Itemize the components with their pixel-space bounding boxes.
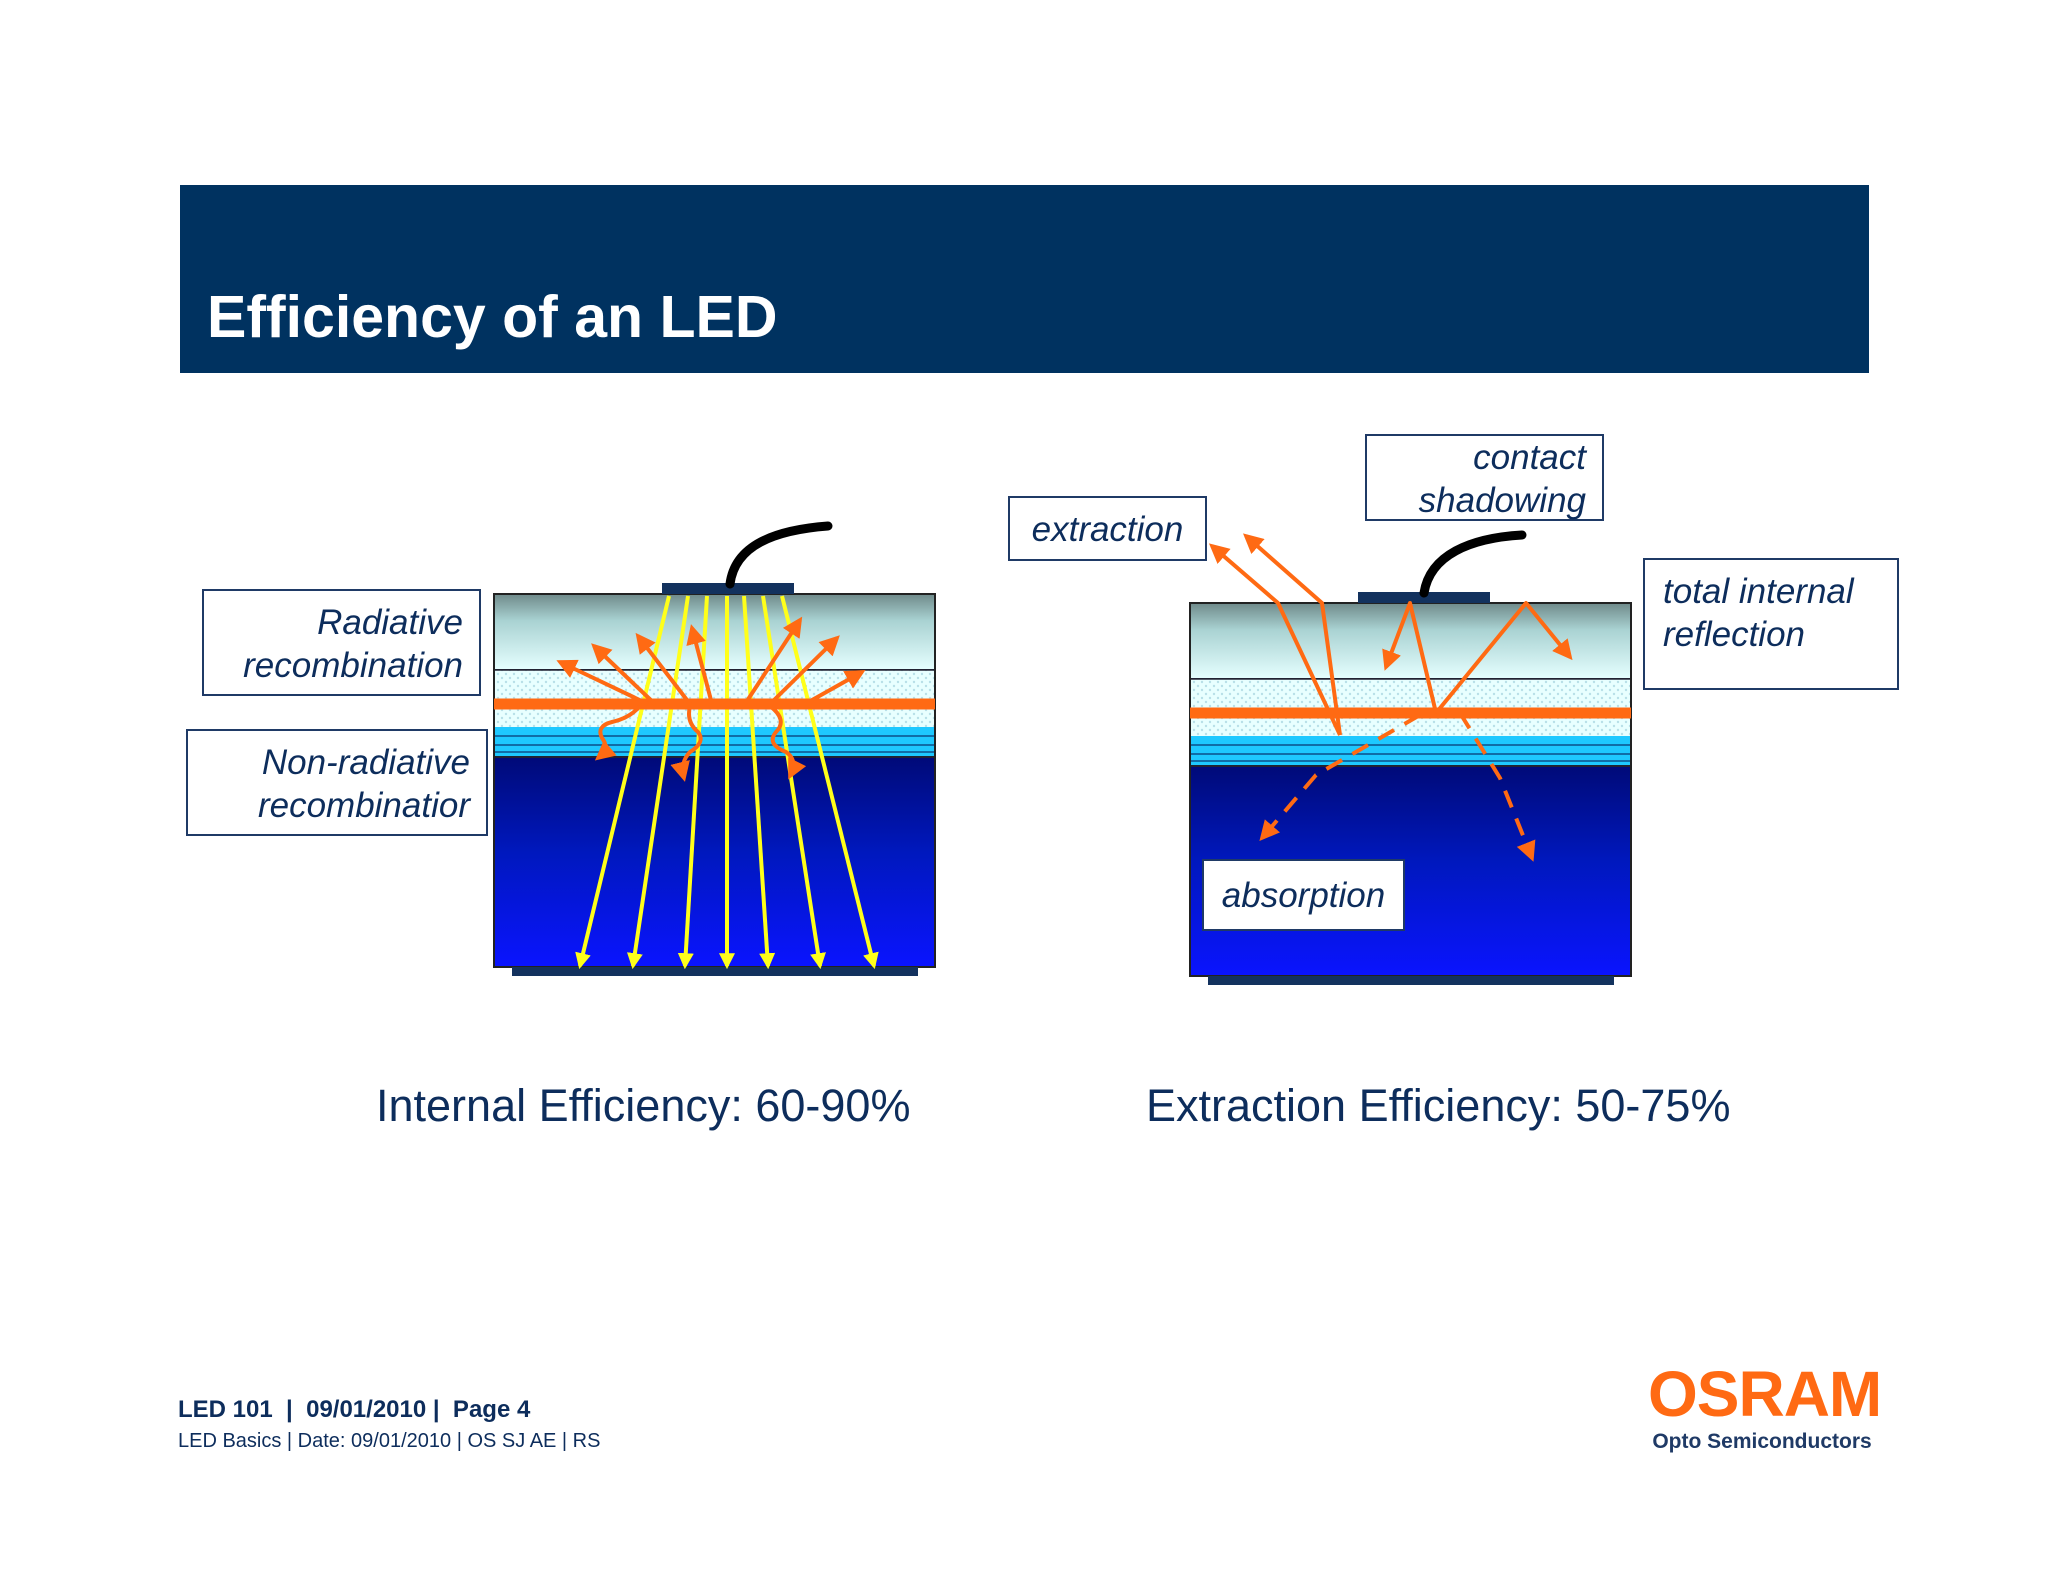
- tir-line-2: reflection: [1663, 615, 1806, 654]
- logo-brand: OSRAM: [1648, 1358, 1882, 1430]
- extraction-text: extraction: [1031, 510, 1184, 549]
- radiative-recombination-label: Radiative recombination: [202, 589, 481, 696]
- title-bar: Efficiency of an LED: [180, 185, 1869, 373]
- contact-line-2: shadowing: [1418, 481, 1586, 520]
- extraction-efficiency-caption: Extraction Efficiency: 50-75%: [1146, 1080, 1731, 1131]
- contact-line-1: contact: [1473, 438, 1586, 477]
- contact-shadowing-label: contact shadowing: [1365, 434, 1604, 521]
- nonradiative-line-2: recombinatior: [257, 786, 470, 825]
- tir-line-1: total internal: [1663, 572, 1854, 611]
- absorption-label: absorption: [1202, 859, 1405, 931]
- left-led-chip: [493, 521, 936, 976]
- non-radiative-recombination-label: Non-radiative recombinatior: [186, 729, 488, 836]
- internal-efficiency-caption: Internal Efficiency: 60-90%: [376, 1080, 911, 1131]
- osram-logo: OSRAM Opto Semiconductors: [1648, 1358, 1882, 1454]
- left-yellow-rays: [575, 595, 879, 970]
- left-orange-rays: [556, 616, 866, 782]
- absorption-text: absorption: [1221, 876, 1386, 915]
- right-led-chip: [1189, 530, 1632, 985]
- nonradiative-line-1: Non-radiative: [261, 743, 470, 782]
- logo-subtitle: Opto Semiconductors: [1652, 1430, 1872, 1453]
- extraction-label: extraction: [1008, 496, 1207, 561]
- total-internal-reflection-label: total internal reflection: [1643, 558, 1899, 690]
- radiative-line-1: Radiative: [317, 603, 463, 642]
- radiative-line-2: recombination: [243, 646, 463, 685]
- slide-title: Efficiency of an LED: [207, 284, 778, 350]
- footer-title: LED 101 | 09/01/2010 | Page 4: [178, 1396, 531, 1423]
- right-orange-rays: [1208, 533, 1573, 862]
- footer-details: LED Basics | Date: 09/01/2010 | OS SJ AE…: [178, 1430, 601, 1452]
